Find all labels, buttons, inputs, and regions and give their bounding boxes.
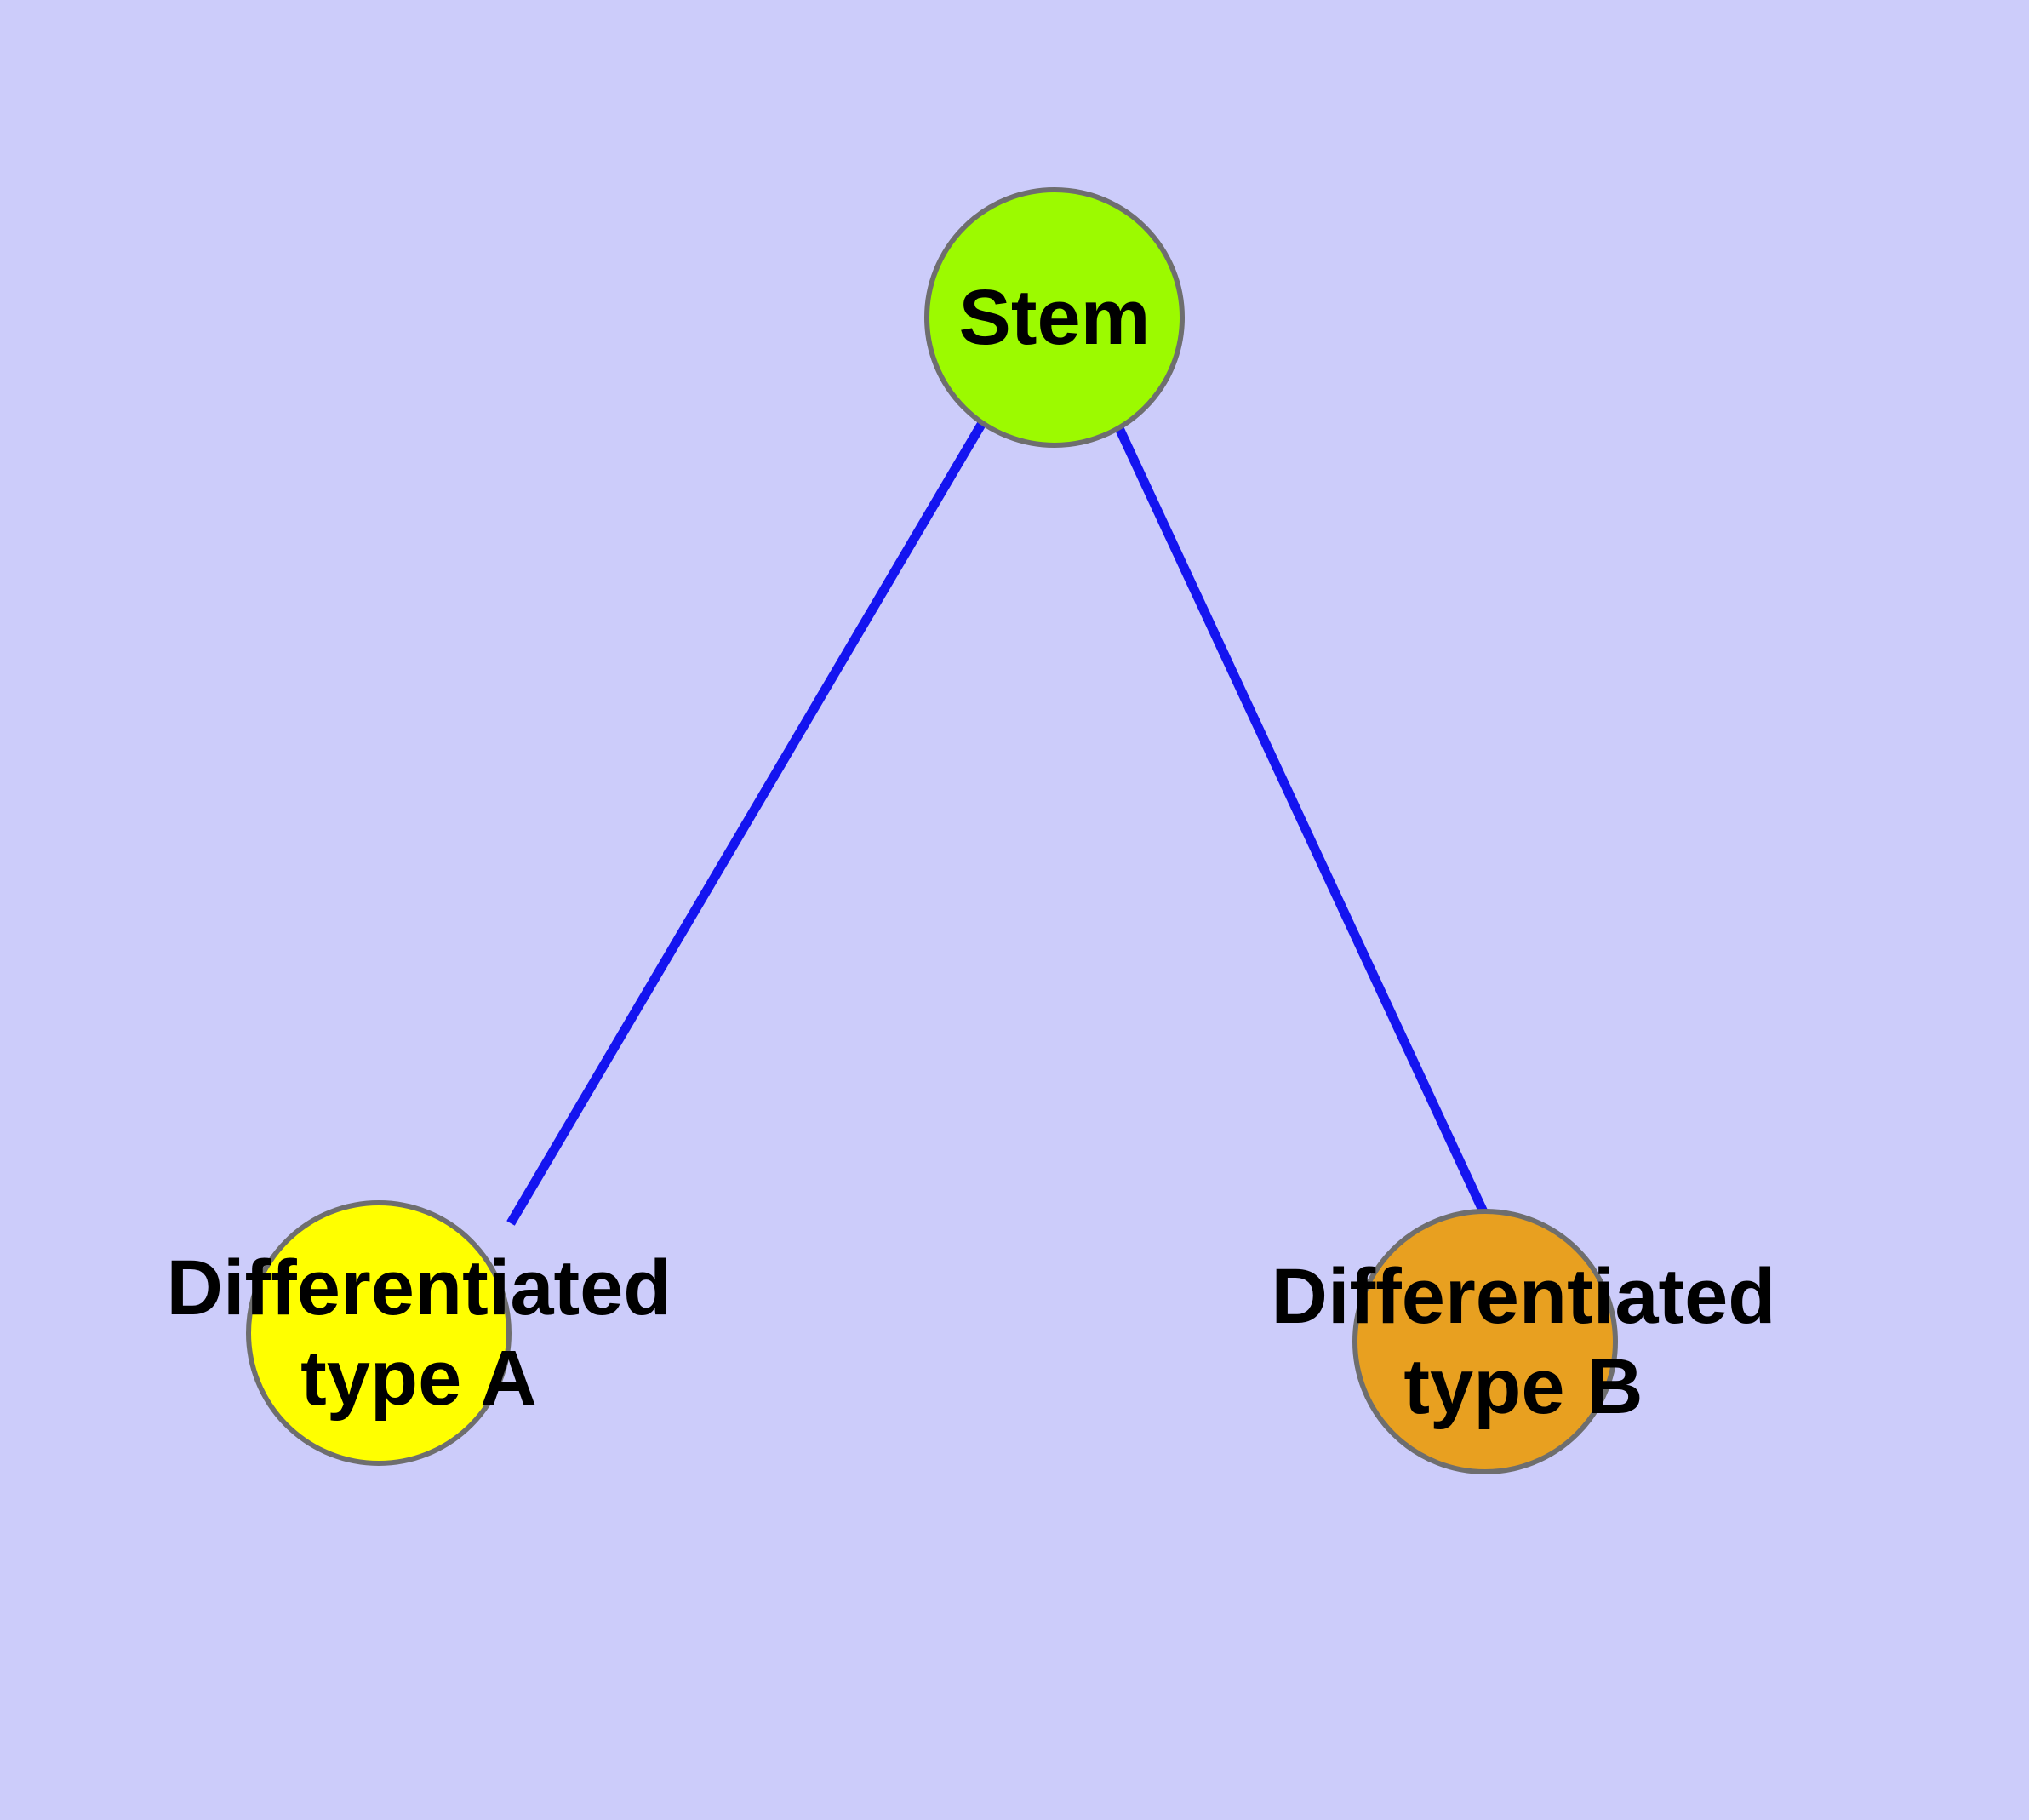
node-label-line-diff-a-1: type A	[300, 1335, 537, 1422]
node-circle-diff-a[interactable]	[246, 1200, 512, 1466]
node-label-stem: Stem	[959, 274, 1151, 361]
node-label-line-diff-b-0: Differentiated	[1272, 1253, 1776, 1340]
edge-stem-to-diff-b[interactable]	[1115, 426, 1495, 1231]
node-stem[interactable]	[924, 187, 1185, 448]
node-circle-stem[interactable]	[924, 187, 1185, 448]
node-diff-b[interactable]	[1352, 1209, 1618, 1474]
edge-stem-to-diff-a[interactable]	[506, 421, 986, 1226]
node-label-line-diff-a-0: Differentiated	[167, 1245, 672, 1331]
node-circle-diff-b[interactable]	[1352, 1209, 1618, 1474]
node-label-line-stem-0: Stem	[959, 274, 1151, 361]
edges-layer	[506, 421, 1495, 1231]
node-label-line-diff-b-1: type B	[1403, 1343, 1643, 1430]
node-diff-a[interactable]	[246, 1200, 512, 1466]
